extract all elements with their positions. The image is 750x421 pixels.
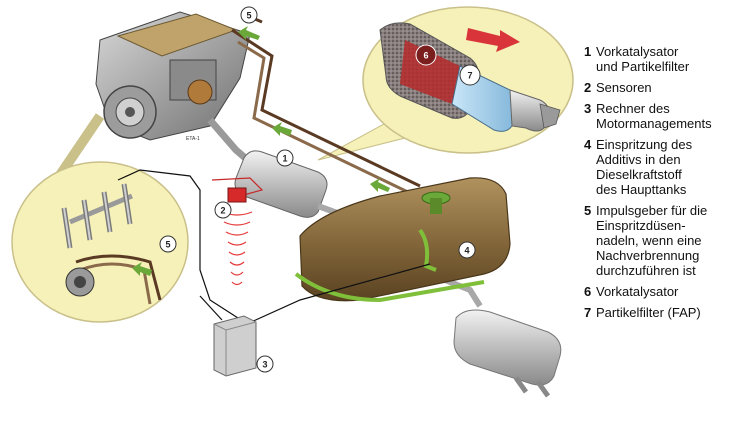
callout-5-rail: 5 xyxy=(165,240,170,250)
flow-arrows xyxy=(132,26,390,276)
legend-number: 1 xyxy=(584,44,592,59)
callout-2: 2 xyxy=(220,206,225,216)
turbocharger xyxy=(187,79,213,105)
legend-text: Partikelfilter (FAP) xyxy=(596,305,701,320)
legend-number: 2 xyxy=(584,80,592,95)
legend-text: Vorkatalysator xyxy=(596,284,679,299)
fuel-tank xyxy=(294,177,511,303)
legend-number: 7 xyxy=(584,305,592,320)
flow-arrow-icon xyxy=(238,26,260,40)
filter-cutaway: 6 7 xyxy=(379,22,561,132)
callout-3: 3 xyxy=(262,360,267,370)
sensor-wiring xyxy=(117,169,431,329)
callout-7: 7 xyxy=(467,71,472,81)
legend-item: 2 Sensoren xyxy=(584,80,750,95)
additive-line xyxy=(294,272,485,303)
legend-item: 7 Partikelfilter (FAP) xyxy=(584,305,750,320)
exhaust-out-arrow-icon xyxy=(466,28,520,52)
legend-number: 6 xyxy=(584,284,592,299)
engine: ETA-1 xyxy=(95,11,251,142)
sensor-signal-waves xyxy=(221,211,253,286)
ecu-box xyxy=(213,315,257,377)
callout-5-engine: 5 xyxy=(246,11,251,21)
legend-number: 5 xyxy=(584,203,592,218)
flow-arrow-icon xyxy=(132,262,152,276)
engine-tag: ETA-1 xyxy=(186,136,200,142)
legend-text: Vorkatalysator und Partikelfilter xyxy=(596,44,690,74)
legend-item: 5 Impulsgeber für die Einspritzdüsen- nad… xyxy=(584,203,750,278)
catalyst-section xyxy=(400,40,460,104)
legend-text: Sensoren xyxy=(596,80,652,95)
flow-arrow-icon xyxy=(272,122,292,136)
legend: 1 Vorkatalysator und Partikelfilter 2 Senso… xyxy=(584,44,750,326)
legend-text: Impulsgeber für die Einspritzdüsen- nade… xyxy=(596,203,708,278)
callout-4: 4 xyxy=(464,246,469,256)
callout-6: 6 xyxy=(423,51,428,61)
legend-text: Rechner des Motormanagements xyxy=(596,101,712,131)
flow-arrow-icon xyxy=(370,178,390,192)
legend-item: 4 Einspritzung des Additivs in den Diesel… xyxy=(584,137,750,197)
legend-number: 3 xyxy=(584,101,592,116)
legend-item: 6 Vorkatalysator xyxy=(584,284,750,299)
legend-text: Einspritzung des Additivs in den Dieselk… xyxy=(596,137,693,197)
legend-number: 4 xyxy=(584,137,592,152)
pressure-sensor xyxy=(221,187,253,286)
legend-item: 3 Rechner des Motormanagements xyxy=(584,101,750,131)
muffler xyxy=(453,309,562,398)
callout-1: 1 xyxy=(282,154,287,164)
engine-injector-bubble xyxy=(11,113,189,323)
legend-item: 1 Vorkatalysator und Partikelfilter xyxy=(584,44,750,74)
